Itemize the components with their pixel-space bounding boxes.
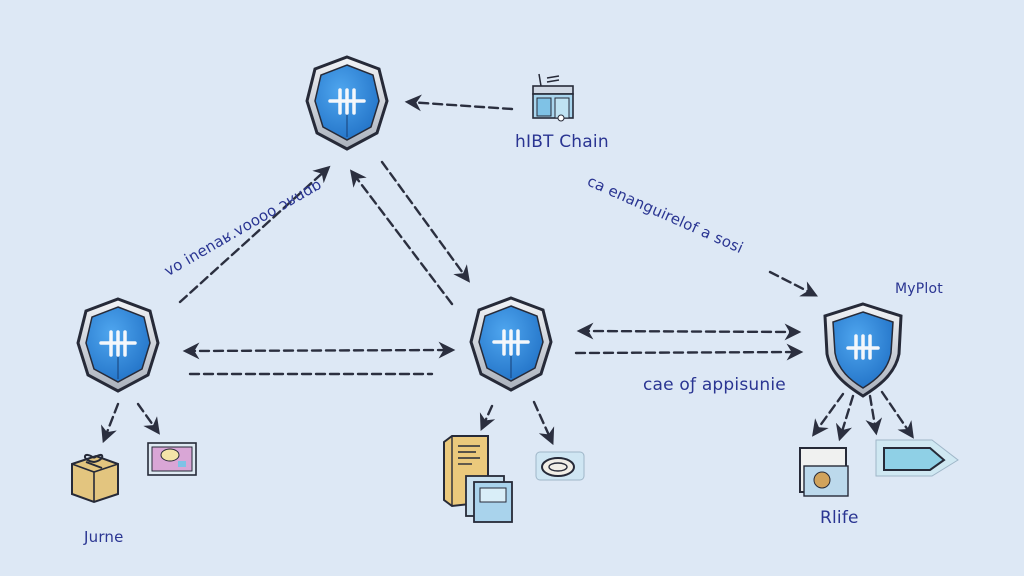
node-right[interactable]: [823, 302, 903, 398]
edge-center-right-line: [574, 343, 804, 361]
storefront-icon: [532, 73, 574, 122]
shield-hash-icon: [305, 55, 389, 151]
photo-card-icon: [147, 442, 197, 476]
edge-center-to-disk: [532, 400, 555, 446]
shield-hash-icon: [823, 302, 903, 398]
edge-left-center-bidirectional: [182, 341, 456, 360]
node-center[interactable]: [469, 296, 553, 392]
node-left[interactable]: [76, 297, 160, 393]
document-stack-icon: [443, 435, 513, 523]
edge-center-right-bidirectional: [576, 322, 802, 341]
right-group-label: Rlife: [820, 508, 859, 528]
edge-left-to-top: [178, 165, 331, 304]
edge-top-to-right: [768, 270, 818, 297]
node-top[interactable]: [305, 55, 389, 151]
edge-center-to-document: [479, 404, 496, 432]
edge-right-to-frame-a: [812, 392, 845, 437]
shield-hash-icon: [469, 296, 553, 392]
edge-right-to-tag-a: [865, 394, 883, 436]
chain-label: hIBT Chain: [515, 132, 609, 152]
left-group-label: Jurne: [84, 528, 124, 546]
drive-disk-icon: [535, 451, 585, 481]
tag-label-icon: [875, 439, 959, 477]
edge-chain-to-top: [404, 94, 514, 112]
gift-box-icon: [71, 453, 119, 504]
right-node-label: MyPlot: [895, 281, 943, 297]
edge-label-center-right: cae oƒ appisunie: [643, 375, 786, 395]
edge-top-to-center: [380, 160, 470, 283]
picture-frame-icon: [799, 447, 849, 497]
shield-hash-icon: [76, 297, 160, 393]
edge-left-to-gift: [101, 402, 120, 444]
edge-left-to-photo: [136, 402, 160, 435]
edge-center-to-top: [349, 169, 454, 306]
edge-right-to-tag-b: [880, 390, 914, 439]
edge-right-to-frame-b: [835, 394, 855, 442]
